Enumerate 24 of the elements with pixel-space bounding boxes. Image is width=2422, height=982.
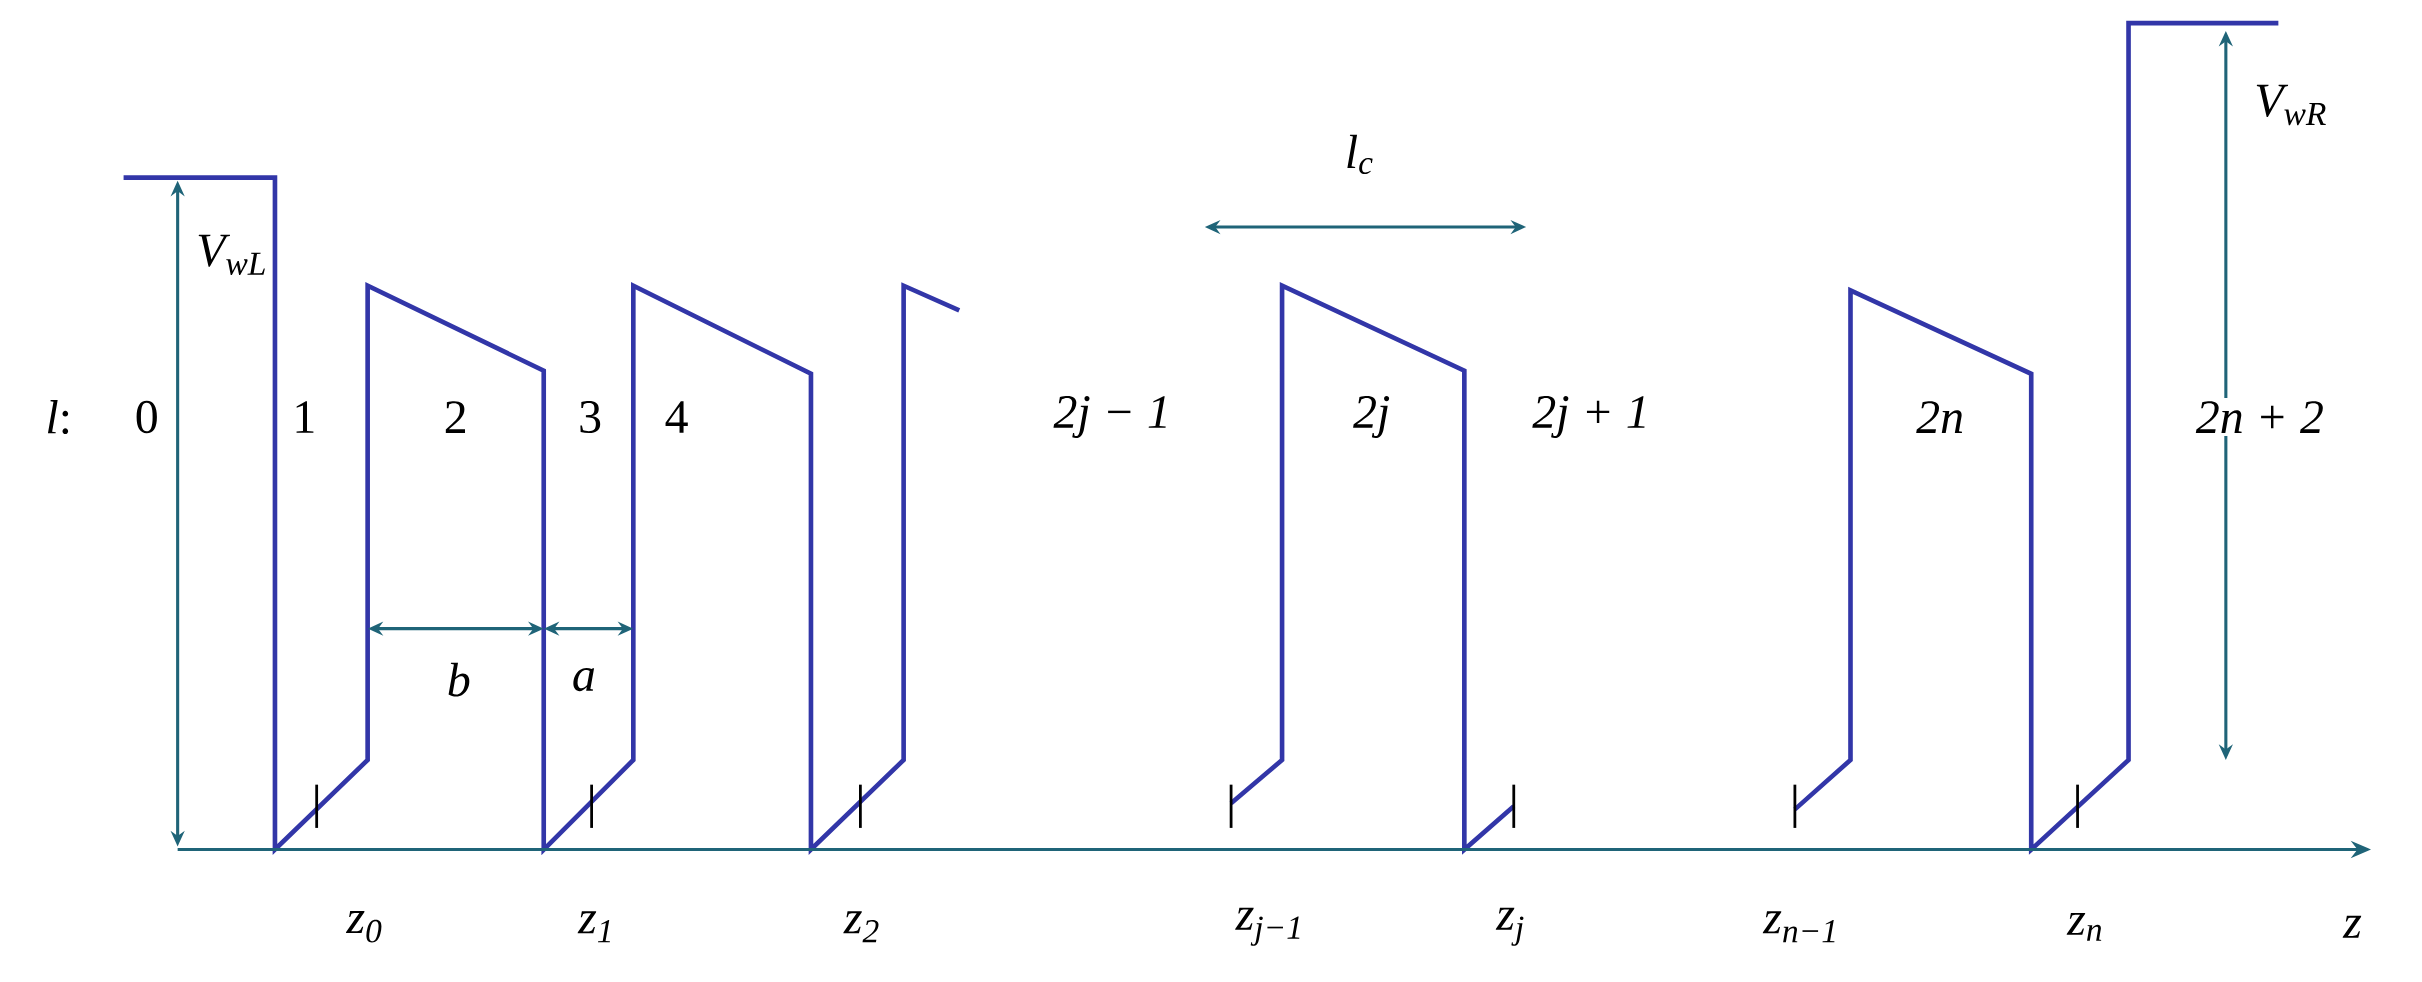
label: b xyxy=(443,659,474,700)
label: 3 xyxy=(575,397,606,436)
label: 4 xyxy=(661,398,692,436)
label: a xyxy=(568,664,599,695)
label: z$_{1}$ xyxy=(575,908,618,946)
label: 0 xyxy=(131,397,162,437)
label: z$_{n}$ xyxy=(2064,909,2107,944)
label: 2 xyxy=(440,397,471,436)
label: z$_{0}$ xyxy=(343,907,386,946)
label: z xyxy=(2340,912,2365,941)
label: 2j + 1 xyxy=(1529,392,1653,441)
label: 1 xyxy=(289,397,320,436)
label: z$_{2}$ xyxy=(840,908,884,946)
label: 2n + 2 xyxy=(2192,397,2327,436)
label: z$_{j−1}$ xyxy=(1232,904,1307,949)
label: 2n xyxy=(1913,397,1968,436)
label: l$_{c}$ xyxy=(1341,131,1377,177)
label: 2j − 1 xyxy=(1050,392,1174,441)
label: 2j xyxy=(1349,392,1394,441)
label: z$_{j}$ xyxy=(1493,904,1529,949)
label: V$_{wR}$ xyxy=(2251,81,2331,129)
label: V$_{wL}$ xyxy=(193,231,271,278)
label: z$_{n−1}$ xyxy=(1760,908,1842,946)
label: l: xyxy=(42,396,76,437)
